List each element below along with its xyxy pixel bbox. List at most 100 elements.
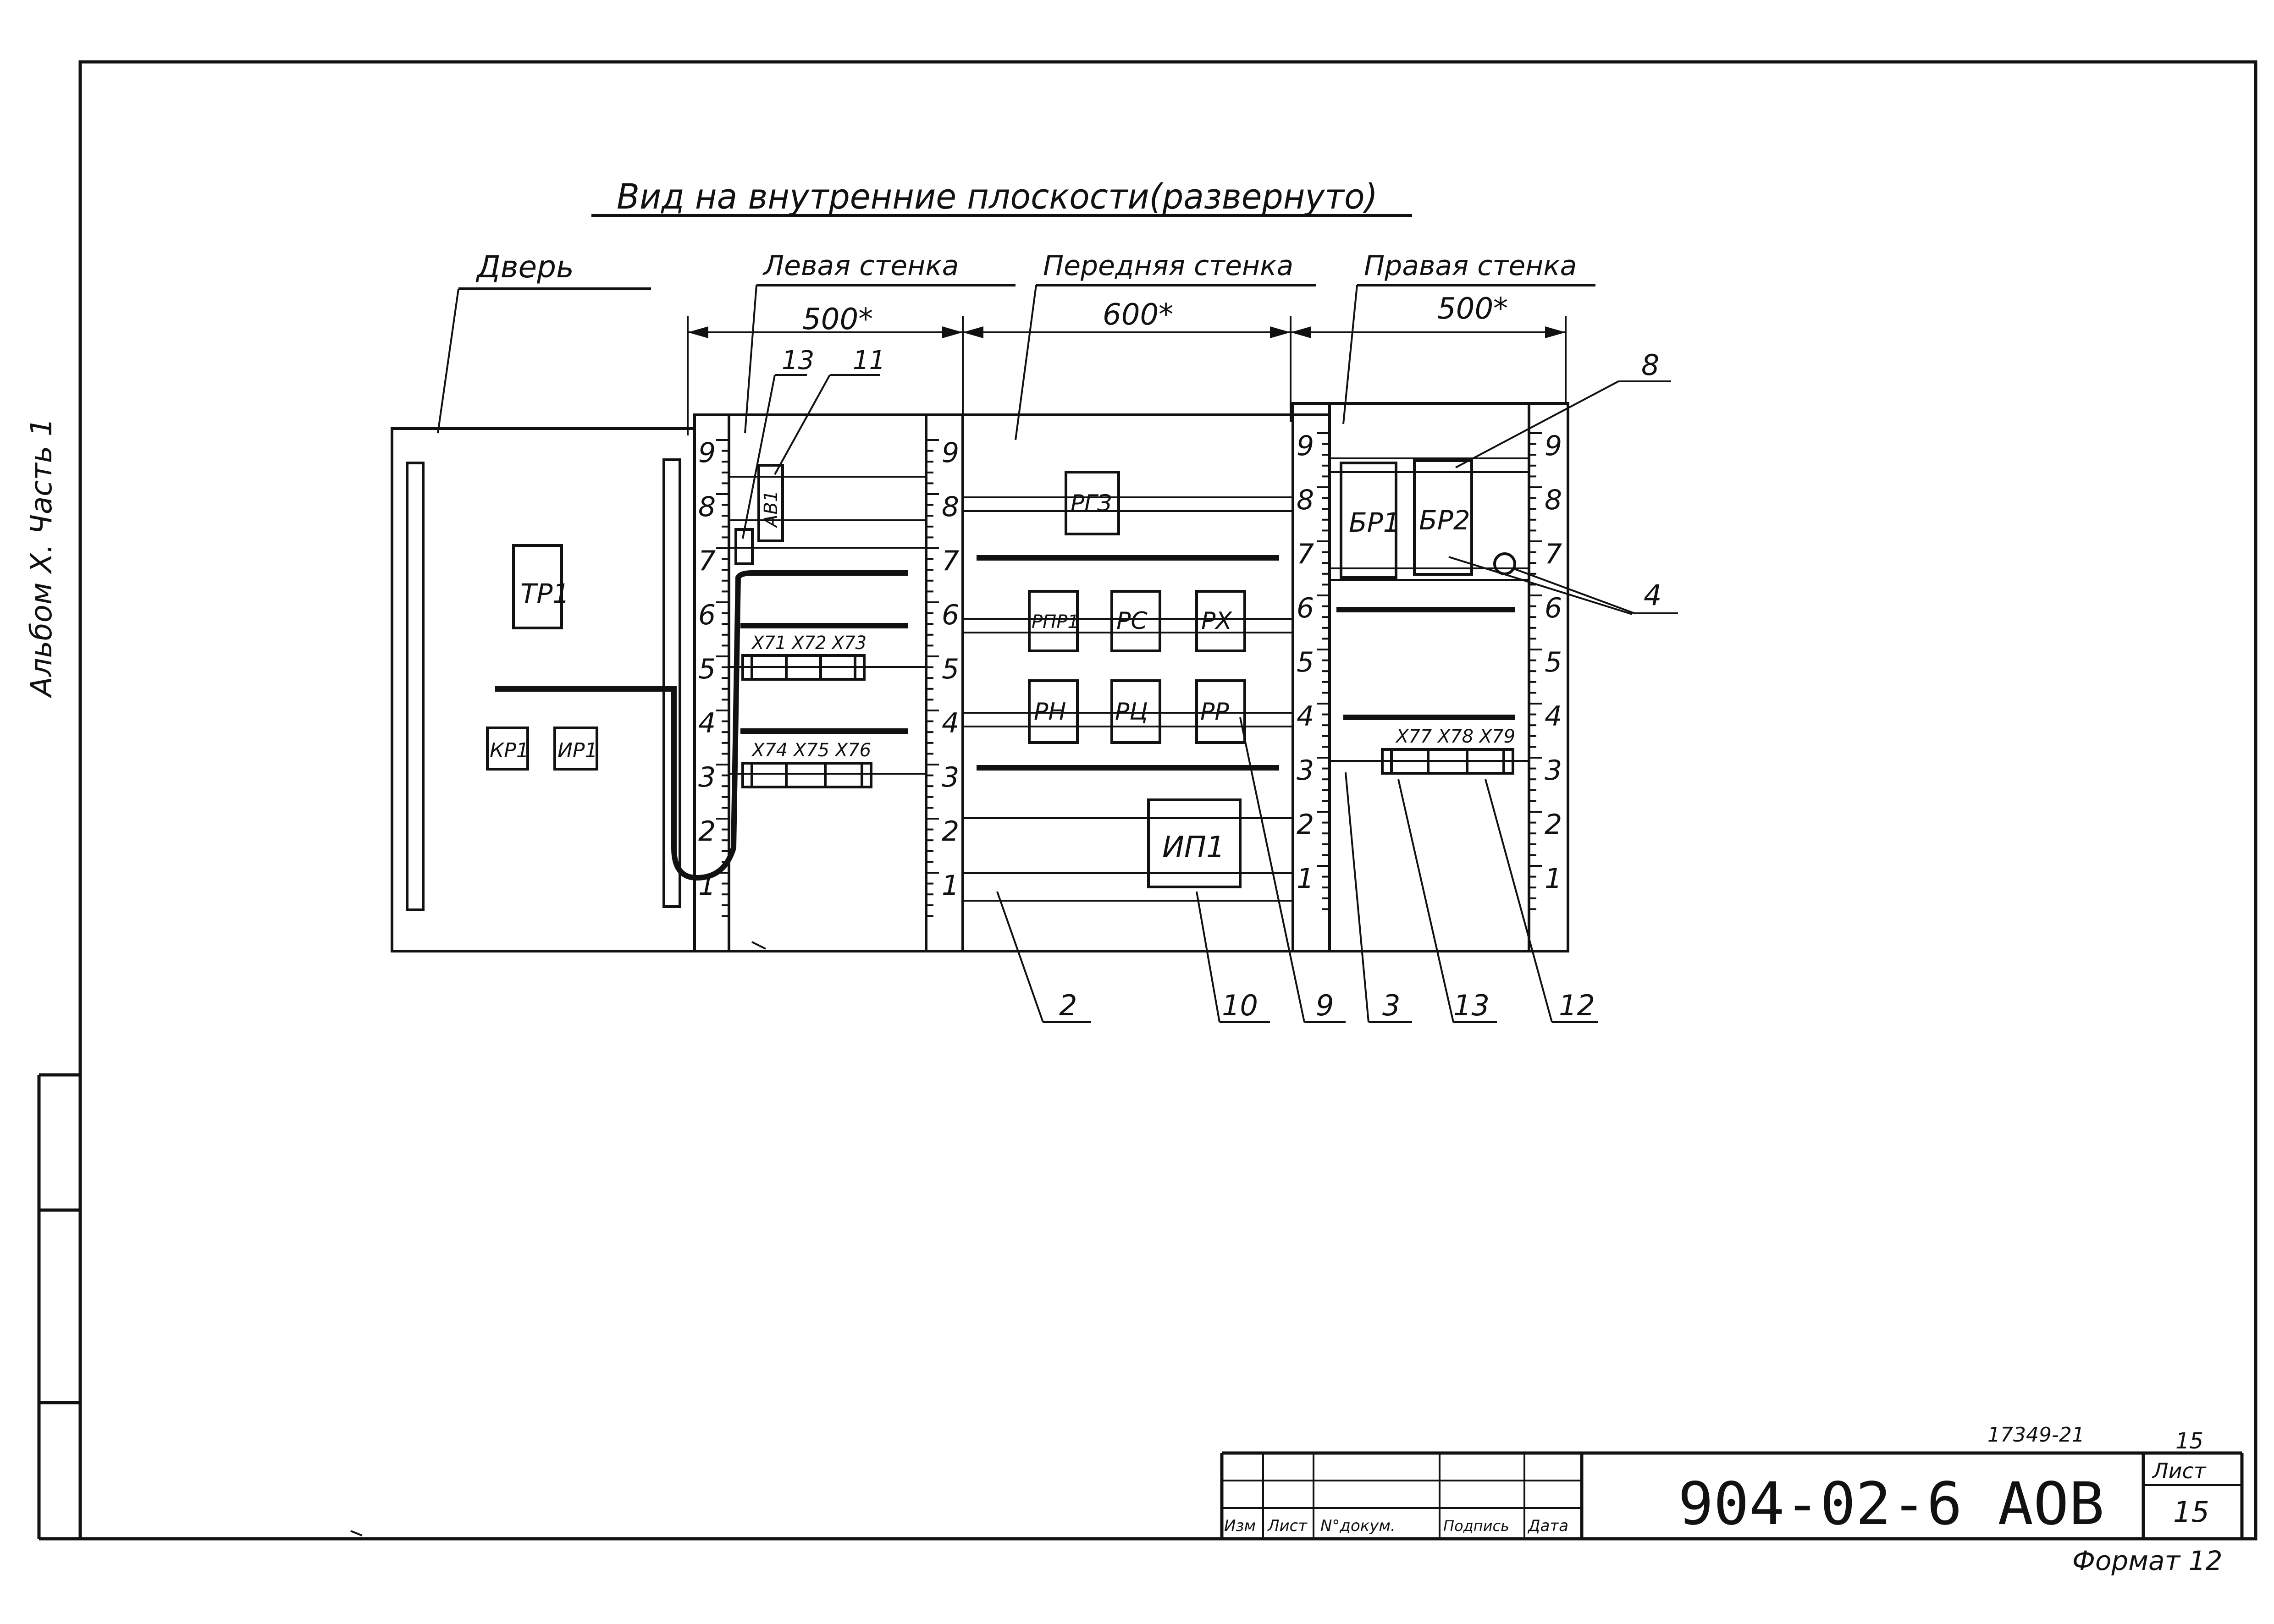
stamp-sheet-top: 15 bbox=[2175, 1428, 2203, 1454]
section-left-wall: Левая стенка bbox=[762, 250, 959, 282]
scale-number: 9 bbox=[698, 437, 716, 469]
scale-number: 4 bbox=[698, 707, 716, 739]
left-av1-label: АВ1 bbox=[761, 490, 782, 528]
stamp-sheet-number: 15 bbox=[2173, 1495, 2209, 1529]
scale-number: 7 bbox=[1545, 538, 1562, 570]
scale-number: 3 bbox=[1545, 754, 1562, 787]
right-terminal-label: Х77 Х78 Х79 bbox=[1395, 726, 1515, 747]
door-component-tr1 bbox=[512, 544, 563, 629]
front-rs bbox=[1110, 590, 1161, 652]
callout-4: 4 bbox=[1644, 578, 1661, 612]
stamp-col-date: Дата bbox=[1527, 1517, 1568, 1535]
stray-mark bbox=[350, 1530, 363, 1536]
right-terminal bbox=[1381, 748, 1514, 775]
stamp-col-sign: Подпись bbox=[1443, 1517, 1509, 1535]
section-front-wall: Передняя стенка bbox=[1043, 250, 1293, 282]
dim-left: 500* bbox=[802, 303, 873, 336]
stamp-sheet-label: Лист bbox=[2152, 1459, 2207, 1483]
scale-number: 6 bbox=[1297, 592, 1314, 624]
scale-number: 8 bbox=[942, 491, 959, 523]
front-rn bbox=[1028, 679, 1079, 744]
scale-number: 5 bbox=[1545, 646, 1562, 678]
scale-number: 9 bbox=[1297, 430, 1314, 462]
front-rpr1-label: РПР1 bbox=[1032, 611, 1079, 633]
stamp-col-list: Лист bbox=[1267, 1517, 1308, 1535]
stamp-format: Формат 12 bbox=[2072, 1545, 2223, 1576]
callout-13-bottom: 13 bbox=[1453, 989, 1490, 1022]
left-terminal-lower-label: Х74 Х75 Х76 bbox=[751, 740, 871, 761]
front-ip1-label: ИП1 bbox=[1162, 831, 1225, 864]
front-rr-label: РР bbox=[1200, 698, 1229, 726]
scale-left-wall-outer: 9 8 7 6 5 4 3 2 1 bbox=[698, 437, 729, 917]
left-terminal-lower bbox=[741, 762, 872, 788]
scale-number: 6 bbox=[698, 599, 716, 631]
front-rgz-label: РГЗ bbox=[1071, 490, 1112, 517]
scale-number: 5 bbox=[698, 653, 716, 685]
scale-number: 1 bbox=[942, 870, 959, 902]
right-br1-label: БР1 bbox=[1349, 507, 1400, 538]
front-rs-label: РС bbox=[1116, 607, 1148, 635]
right-br1 bbox=[1340, 462, 1397, 579]
scale-number: 9 bbox=[942, 437, 959, 469]
right-br2 bbox=[1413, 459, 1473, 576]
door-rail-left bbox=[406, 462, 425, 911]
scale-number: 3 bbox=[698, 761, 716, 793]
front-rx bbox=[1195, 590, 1246, 652]
door-kr1-label: КР1 bbox=[490, 739, 529, 762]
door-component-kr1 bbox=[486, 727, 529, 771]
left-terminal-upper bbox=[741, 654, 866, 681]
right-wall-panel bbox=[1292, 402, 1569, 952]
binding-strip bbox=[37, 1073, 80, 1541]
left-bottom-mark bbox=[751, 941, 766, 950]
door-rail-right bbox=[662, 458, 681, 908]
scale-number: 5 bbox=[1297, 646, 1314, 678]
scale-number: 3 bbox=[942, 761, 959, 793]
door-leader bbox=[437, 288, 459, 434]
sheet-frame bbox=[78, 60, 2257, 1541]
scale-number: 2 bbox=[1545, 809, 1562, 841]
section-right-wall: Правая стенка bbox=[1364, 250, 1577, 282]
door-tr1-label: ТР1 bbox=[520, 578, 569, 609]
scale-number: 8 bbox=[1297, 484, 1314, 516]
right-br2-label: БР2 bbox=[1419, 505, 1470, 536]
front-rn-label: РН bbox=[1034, 698, 1066, 726]
left-av1 bbox=[757, 464, 784, 542]
callout-8: 8 bbox=[1641, 348, 1659, 382]
scale-number: 2 bbox=[698, 815, 716, 848]
scale-number: 2 bbox=[942, 815, 959, 848]
door-ir1-label: ИР1 bbox=[557, 739, 597, 762]
scale-number: 7 bbox=[698, 545, 716, 577]
scale-number: 1 bbox=[698, 870, 716, 902]
margin-text: Альбом Х. Часть 1 bbox=[25, 418, 59, 699]
front-rr bbox=[1195, 679, 1246, 744]
stamp-col-izm: Изм bbox=[1224, 1517, 1256, 1535]
scale-number: 7 bbox=[942, 545, 959, 577]
scale-number: 2 bbox=[1297, 809, 1314, 841]
callout-12: 12 bbox=[1559, 989, 1595, 1022]
callout-9: 9 bbox=[1316, 989, 1334, 1022]
dimension-line bbox=[687, 316, 1567, 435]
scale-number: 5 bbox=[942, 653, 959, 685]
scale-number: 6 bbox=[942, 599, 959, 631]
right-leader bbox=[1342, 285, 1358, 424]
scale-number: 8 bbox=[1545, 484, 1562, 516]
front-rgz bbox=[1065, 471, 1120, 535]
scale-number: 7 bbox=[1297, 538, 1314, 570]
front-rpr1 bbox=[1028, 590, 1079, 652]
title-block bbox=[1220, 1451, 2244, 1539]
front-rts bbox=[1110, 679, 1161, 744]
scale-number: 4 bbox=[1545, 700, 1562, 732]
scale-number: 4 bbox=[1297, 700, 1314, 732]
section-door: Дверь bbox=[475, 249, 574, 285]
scale-number: 8 bbox=[698, 491, 716, 523]
drawing-title: Вид на внутренние плоскости(развернуто) bbox=[617, 176, 1378, 217]
dim-front: 600* bbox=[1103, 298, 1173, 332]
callout-10: 10 bbox=[1222, 989, 1258, 1022]
scale-number: 1 bbox=[1545, 863, 1562, 895]
callout-13-top: 13 bbox=[782, 346, 814, 375]
front-ip1 bbox=[1147, 798, 1242, 888]
door-cable bbox=[495, 570, 908, 881]
